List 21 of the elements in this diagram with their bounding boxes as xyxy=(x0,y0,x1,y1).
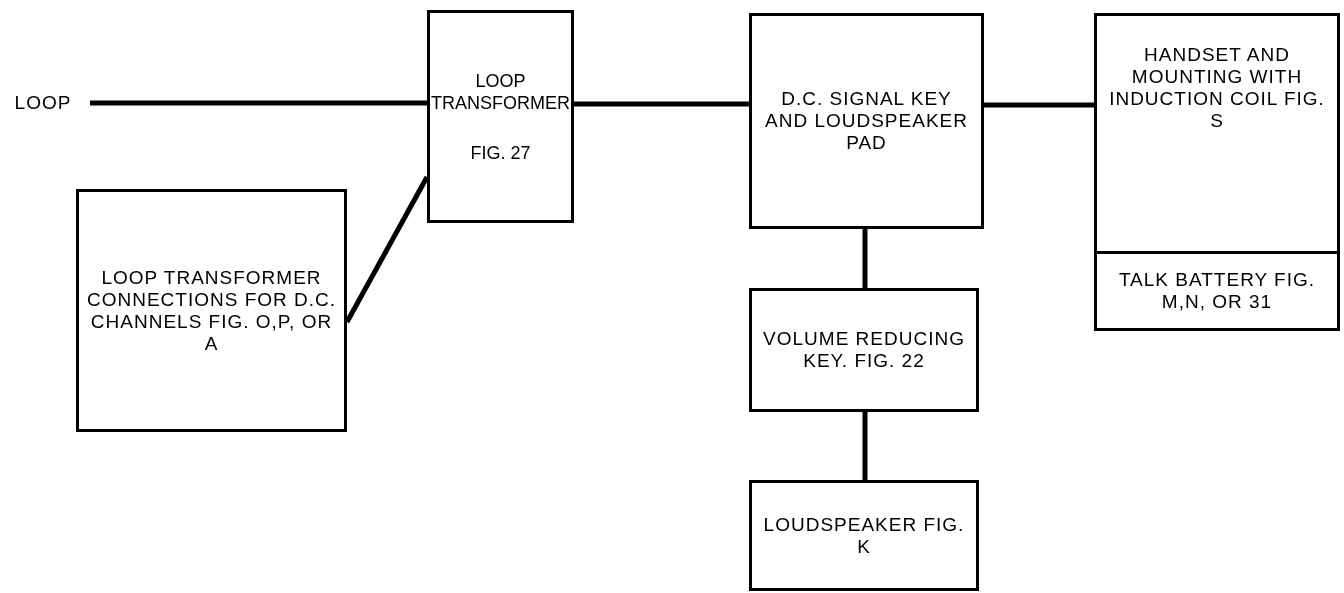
connector-line xyxy=(862,229,868,288)
block-box xyxy=(749,480,979,591)
connector-line xyxy=(90,100,427,106)
connector-line xyxy=(984,102,1094,108)
block-box xyxy=(76,189,347,432)
block-box xyxy=(1094,13,1340,331)
block-label: LOUDSPEAKER FIG. K xyxy=(762,513,966,558)
line-label: LOOP xyxy=(8,90,78,116)
block-box xyxy=(749,13,984,229)
connector-line xyxy=(862,412,868,480)
block-label: D.C. SIGNAL KEY AND LOUDSPEAKER PAD xyxy=(764,88,969,154)
connector-line xyxy=(574,101,749,107)
block-label: TALK BATTERY FIG. M,N, OR 31 xyxy=(1117,269,1317,313)
block-label: VOLUME REDUCING KEY. FIG. 22 xyxy=(762,328,966,372)
block-label: HANDSET AND MOUNTING WITH INDUCTION COIL FIG. S xyxy=(1108,44,1326,132)
block-label: LOOP TRANSFORMER xyxy=(430,69,571,114)
block-label: LOOP TRANSFORMER CONNECTIONS FOR D.C. CHANNELS FIG. O,P, OR A xyxy=(85,266,338,355)
connector-line xyxy=(344,175,430,324)
block-box xyxy=(427,10,574,223)
block-box xyxy=(749,288,979,412)
figure-reference: FIG. 27 xyxy=(469,141,532,164)
